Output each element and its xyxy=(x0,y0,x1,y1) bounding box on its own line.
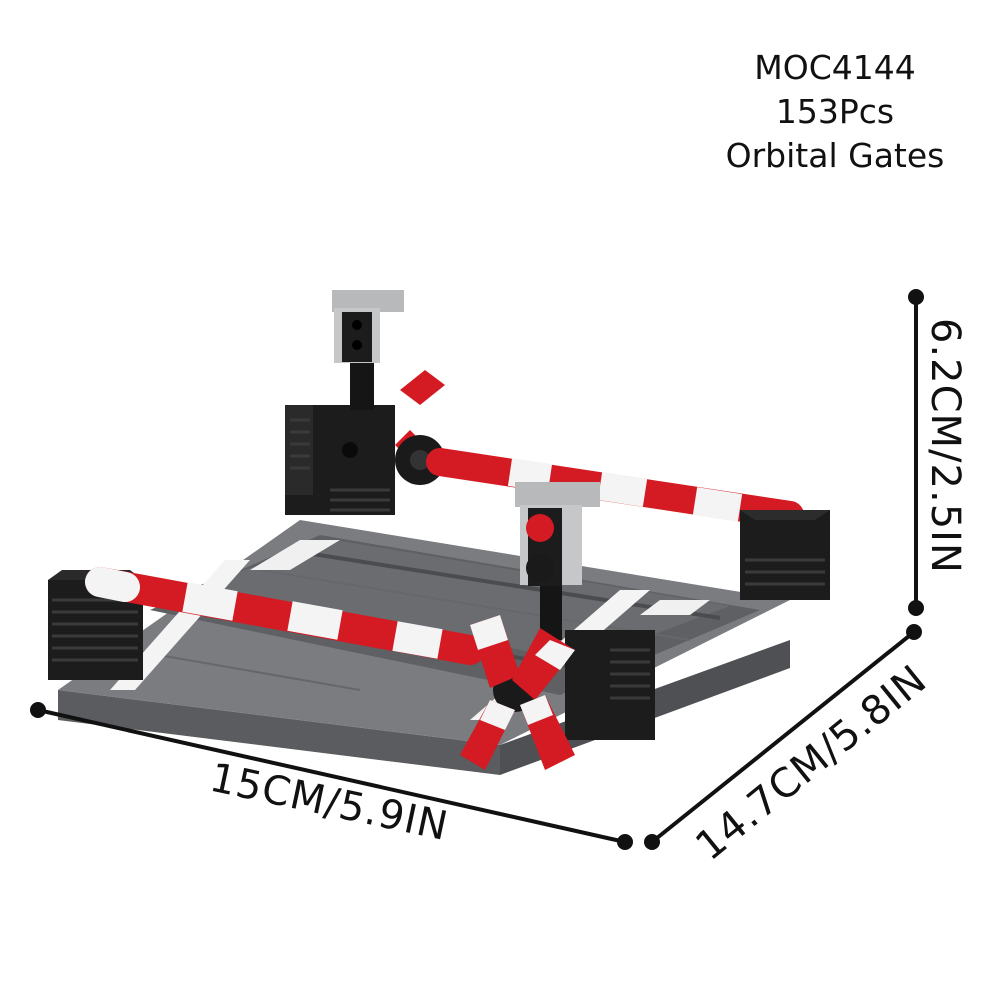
model-number: MOC4144 xyxy=(754,48,916,87)
back-barrier-arm xyxy=(426,448,804,529)
product-name: Orbital Gates xyxy=(725,136,945,175)
front-right-signal xyxy=(515,482,655,740)
dimension-height xyxy=(908,289,924,616)
front-barrier-arm xyxy=(85,567,485,665)
crossing-x-sign xyxy=(460,615,575,770)
dimension-width xyxy=(30,702,633,850)
width-label: 15CM/5.9IN xyxy=(206,755,452,850)
product-info: MOC4144 153Pcs Orbital Gates xyxy=(700,46,970,178)
back-left-signal xyxy=(285,290,445,515)
piece-count: 153Pcs xyxy=(775,92,895,131)
dimension-depth xyxy=(644,624,922,850)
back-right-support xyxy=(740,510,830,600)
height-label: 6.2CM/2.5IN xyxy=(922,318,968,574)
